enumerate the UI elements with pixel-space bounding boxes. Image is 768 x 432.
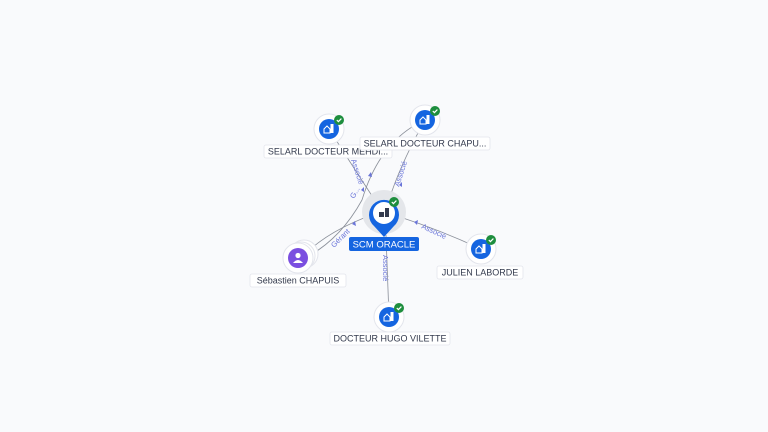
node-label: SELARL DOCTEUR CHAPU...: [364, 139, 487, 149]
verified-check-icon: [334, 115, 344, 125]
verified-check-icon: [394, 303, 404, 313]
edge-label-gerant: Gérant: [329, 226, 352, 249]
edge-label-g: G...: [348, 185, 362, 200]
verified-check-icon: [486, 235, 496, 245]
node-selarl-chapu[interactable]: SELARL DOCTEUR CHAPU...: [359, 104, 491, 151]
edge-label-chapu: Associé: [392, 160, 409, 188]
edge-label-mehdi: Associé: [349, 158, 366, 186]
building-icon: [475, 244, 486, 254]
person-icon: [293, 252, 303, 263]
node-selarl-mehdi[interactable]: SELARL DOCTEUR MEHDI...: [263, 113, 393, 159]
node-julien[interactable]: JULIEN LABORDE: [436, 233, 524, 280]
building-icon: [419, 115, 430, 125]
node-label: SELARL DOCTEUR MEHDI...: [268, 147, 388, 157]
verified-check-icon: [430, 106, 440, 116]
node-label: Sébastien CHAPUIS: [257, 276, 340, 286]
node-label: DOCTEUR HUGO VILETTE: [333, 334, 446, 344]
edge-arrows: [352, 172, 418, 226]
center-label: SCM ORACLE: [353, 240, 416, 251]
center-node[interactable]: SCM ORACLE: [349, 190, 419, 251]
node-sebastien[interactable]: Sébastien CHAPUIS: [249, 239, 347, 288]
node-label: JULIEN LABORDE: [442, 268, 519, 278]
building-icon: [383, 312, 394, 322]
edge-label-hugo: Associé: [381, 255, 390, 281]
building-icon: [379, 208, 389, 217]
edge-label-julien: Associé: [420, 222, 448, 241]
building-icon: [323, 124, 334, 134]
node-hugo[interactable]: DOCTEUR HUGO VILETTE: [329, 301, 451, 346]
verified-check-icon: [389, 197, 399, 207]
edge-chapu-sebastien: [304, 119, 426, 259]
